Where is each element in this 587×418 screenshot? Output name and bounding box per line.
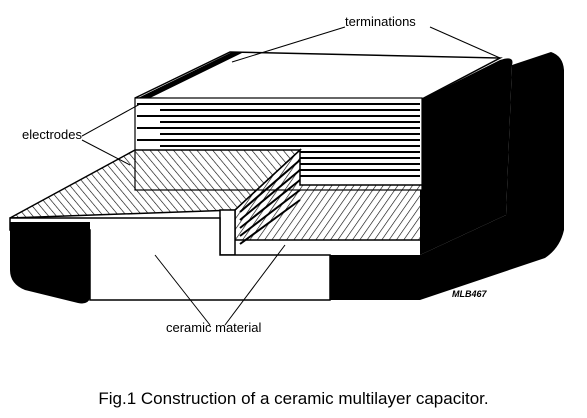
label-electrodes: electrodes (22, 127, 82, 142)
leader-lines (81, 26, 501, 326)
right-termination-side (328, 52, 564, 300)
figure-caption: Fig.1 Construction of a ceramic multilay… (98, 389, 489, 408)
cut-step-block (219, 209, 236, 256)
left-termination (10, 222, 90, 304)
electrode-lines (137, 103, 420, 177)
label-code: MLB467 (452, 289, 488, 299)
label-terminations: terminations (345, 14, 416, 29)
label-ceramic-material: ceramic material (166, 320, 261, 335)
top-termination-strip (138, 52, 244, 98)
